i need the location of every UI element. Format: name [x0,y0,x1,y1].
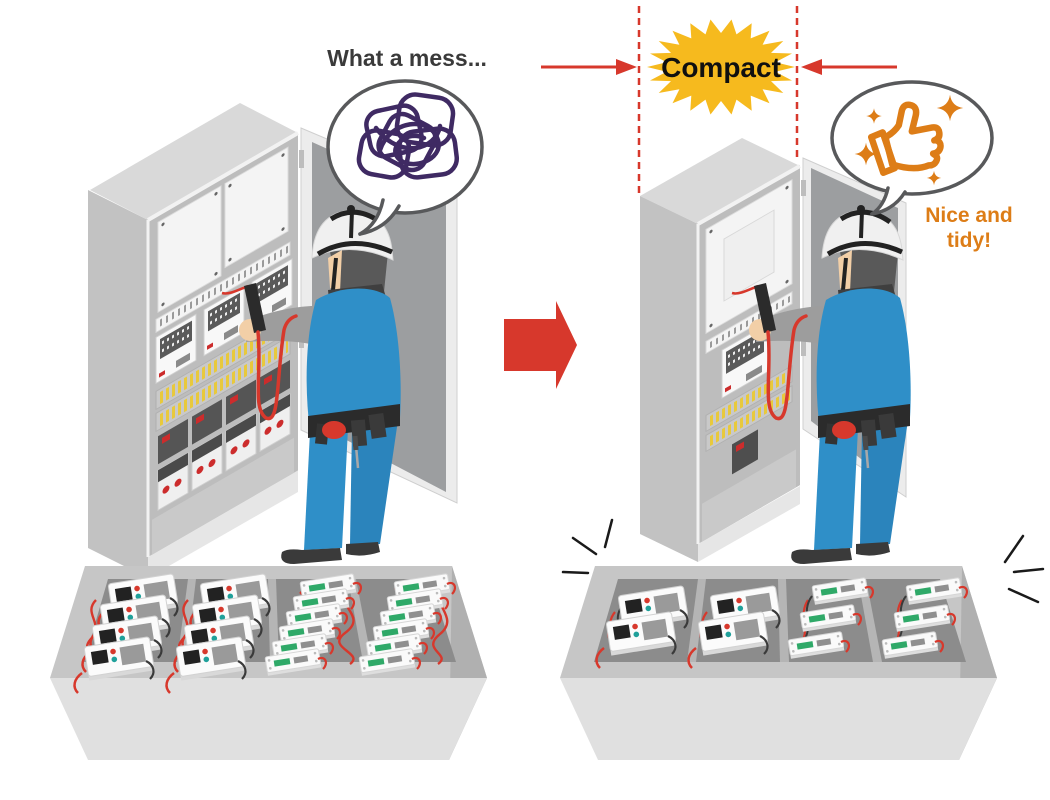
right-parts-tray [560,566,997,760]
compact-label: Compact [661,52,781,83]
compact-burst [647,19,795,115]
nice-and-tidy-label-line1: Nice and [925,204,1013,227]
right-compact-arrow [801,59,897,75]
right-cabinet-interior [698,165,800,544]
tidy-speech-bubble [830,80,994,216]
thumbs-up-icon [867,101,944,177]
left-cabinet-interior [148,133,298,557]
emphasis-lines-left [561,518,614,575]
transition-arrow-icon [504,301,577,389]
tangled-scribble-icon [356,92,460,180]
emphasis-lines-right [1003,534,1045,604]
compact-width-markers [541,6,897,193]
left-parts-tray [50,566,487,760]
messy-speech-bubble [326,79,484,236]
left-compact-arrow [541,59,637,75]
what-a-mess-label: What a mess... [327,45,487,71]
nice-and-tidy-label-line2: tidy! [947,229,991,252]
